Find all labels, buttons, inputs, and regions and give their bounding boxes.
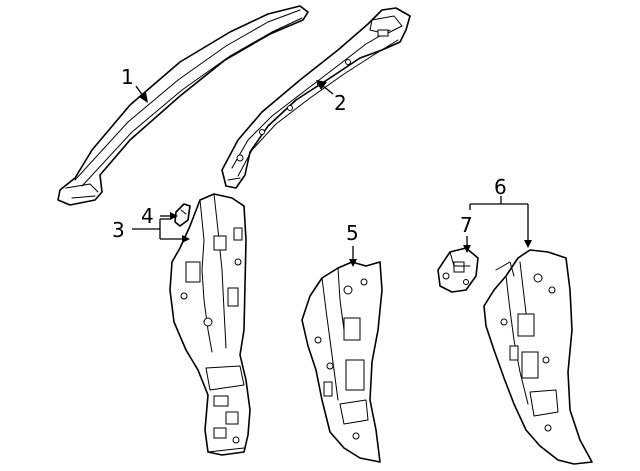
- part-4-bracket: [174, 203, 191, 227]
- callout-7: 7: [460, 213, 473, 237]
- leader-lines: [132, 80, 532, 267]
- callout-5: 5: [346, 221, 359, 245]
- callout-4: 4: [141, 204, 154, 228]
- part-6-rear-pillar: [483, 249, 593, 465]
- part-7-latch-bracket: [437, 247, 479, 293]
- part-1-roof-rail: [57, 5, 309, 206]
- part-3-hinge-pillar: [169, 193, 251, 456]
- part-5-center-pillar: [301, 261, 383, 463]
- callout-3: 3: [112, 218, 125, 242]
- callout-1: 1: [121, 65, 134, 89]
- callout-6: 6: [494, 175, 507, 199]
- callout-2: 2: [334, 91, 347, 115]
